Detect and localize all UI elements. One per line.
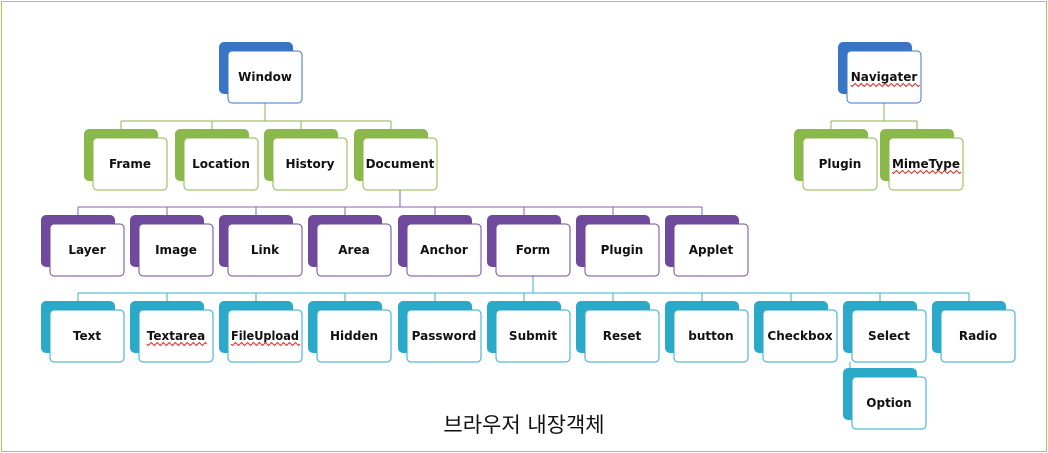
node-frame: Frame [84,129,168,191]
node-navigater-plugin-label: Plugin [819,157,862,171]
node-location: Location [175,129,259,191]
node-window-label: Window [238,70,292,84]
node-document-plugin: Plugin [576,215,660,277]
node-form-checkbox-box [762,309,838,363]
node-option-label: Option [866,396,911,410]
node-navigater-mimetype-box [888,137,964,191]
node-window: Window [219,42,303,104]
node-document-area: Area [308,215,392,277]
diagram-caption: 브라우저 내장객체 [443,413,605,437]
node-form-password-box [406,309,482,363]
node-form-textarea: Textarea [130,301,214,363]
node-document-image: Image [130,215,214,277]
node-frame-label: Frame [109,157,151,171]
node-form-reset: Reset [576,301,660,363]
node-document-applet: Applet [665,215,749,277]
node-document-link-label: Link [251,243,280,257]
node-document-image-box [138,223,214,277]
node-form-fileupload-label: FileUpload [231,329,299,343]
node-form-checkbox-label: Checkbox [767,329,832,343]
node-navigater-mimetype-spell-squiggle [891,169,962,175]
node-window-box [227,50,303,104]
node-form-textarea-label: Textarea [147,329,205,343]
node-form-button-box [673,309,749,363]
node-form-button: button [665,301,749,363]
node-navigater-label: Navigater [851,70,918,84]
node-document-area-label: Area [338,243,369,257]
node-form-select-label: Select [868,329,910,343]
node-document-applet-box [673,223,749,277]
node-navigater-plugin-box [802,137,878,191]
node-form-fileupload: FileUpload [219,301,303,363]
node-form-password-label: Password [412,329,477,343]
node-document-plugin-label: Plugin [601,243,644,257]
node-navigater-box [846,50,922,104]
node-form-hidden-box [316,309,392,363]
node-form-password: Password [398,301,482,363]
node-form-fileupload-box [227,309,303,363]
node-navigater-mimetype: MimeType [880,129,964,191]
node-document-anchor-box [406,223,482,277]
node-form-reset-label: Reset [603,329,642,343]
node-form-hidden: Hidden [308,301,392,363]
node-document-box [362,137,438,191]
node-form-text: Text [41,301,125,363]
node-document-image-label: Image [155,243,197,257]
node-form-text-box [49,309,125,363]
node-document-layer-box [49,223,125,277]
node-document-plugin-box [584,223,660,277]
node-history-box [272,137,348,191]
node-form-fileupload-spell-squiggle [230,341,301,347]
node-form-submit-box [495,309,571,363]
node-document-anchor: Anchor [398,215,482,277]
node-document-label: Document [366,157,435,171]
node-navigater-mimetype-label: MimeType [892,157,960,171]
node-form-button-label: button [688,329,733,343]
node-document-form: Form [487,215,571,277]
node-document-anchor-label: Anchor [420,243,468,257]
node-navigater-plugin: Plugin [794,129,878,191]
node-navigater: Navigater [838,42,922,104]
node-form-text-label: Text [73,329,101,343]
node-document-form-label: Form [516,243,550,257]
node-form-select: Select [843,301,927,363]
node-history: History [264,129,348,191]
node-option: Option [843,368,927,430]
node-form-select-box [851,309,927,363]
node-form-reset-box [584,309,660,363]
node-form-radio-label: Radio [959,329,997,343]
node-form-radio-box [940,309,1016,363]
node-form-radio: Radio [932,301,1016,363]
node-option-box [851,376,927,430]
node-form-textarea-box [138,309,214,363]
node-form-checkbox: Checkbox [754,301,838,363]
node-location-box [183,137,259,191]
node-form-submit-label: Submit [509,329,557,343]
node-document-layer-label: Layer [68,243,105,257]
node-document-layer: Layer [41,215,125,277]
node-document-applet-label: Applet [689,243,734,257]
node-form-hidden-label: Hidden [330,329,378,343]
node-form-textarea-spell-squiggle [146,341,208,347]
node-document: Document [354,129,438,191]
connectors [77,103,970,404]
node-document-area-box [316,223,392,277]
node-history-label: History [285,157,334,171]
node-document-form-box [495,223,571,277]
node-form-submit: Submit [487,301,571,363]
node-navigater-spell-squiggle [850,82,921,88]
node-document-link-box [227,223,303,277]
node-location-label: Location [192,157,250,171]
node-frame-box [92,137,168,191]
node-document-link: Link [219,215,303,277]
